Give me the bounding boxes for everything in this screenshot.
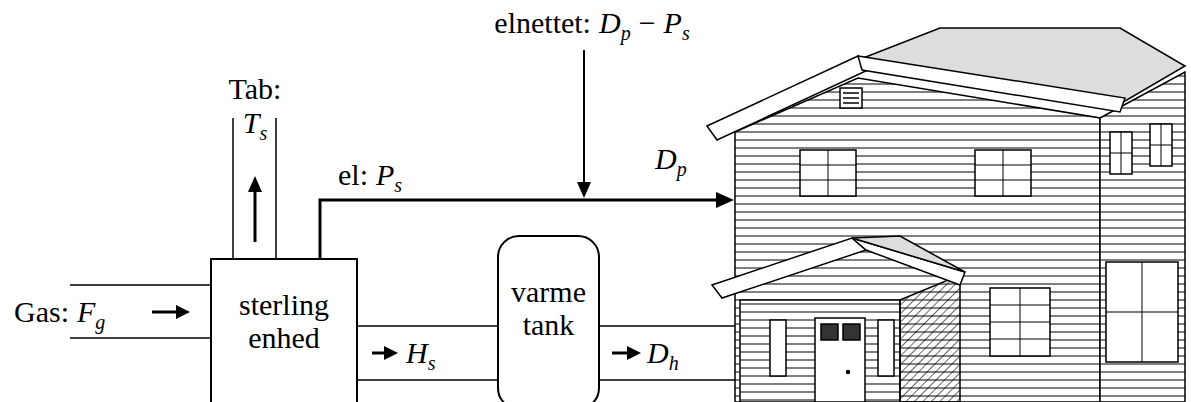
siding-line (1100, 396, 1185, 397)
arrow-head (627, 346, 641, 360)
symbol-text: D (647, 336, 669, 369)
storage-tank: varme tank (497, 235, 600, 402)
siding-line (1100, 380, 1185, 381)
node-label: varme tank (505, 275, 592, 341)
subscript: s (394, 174, 402, 196)
symbol-text: Tab: (229, 72, 282, 105)
siding-line (735, 228, 1100, 229)
symbol-text: D (655, 142, 677, 175)
heat-pipe-connector (358, 326, 497, 380)
symbol-text: T (243, 106, 260, 139)
siding-line (735, 180, 1100, 181)
siding-line (735, 84, 1100, 85)
subscript: s (259, 122, 267, 144)
siding-line (735, 212, 1100, 213)
siding-line (735, 244, 1100, 245)
flow-label: Hs (406, 338, 435, 373)
gas-pipe (70, 285, 210, 338)
siding-line (740, 304, 900, 305)
siding-line (735, 188, 1100, 189)
siding-line (1100, 220, 1185, 221)
subscript: p (621, 22, 631, 44)
siding-line (1100, 228, 1185, 229)
flow-label: el: Ps (338, 160, 402, 195)
flow-label: Ts (243, 108, 267, 143)
siding-line (1100, 388, 1185, 389)
grid-line (583, 50, 585, 184)
symbol-text: P (376, 158, 394, 191)
siding-line (735, 236, 1100, 237)
siding-line (1100, 204, 1185, 205)
siding-line (735, 124, 1100, 125)
siding-line (735, 220, 1100, 221)
siding-line (1100, 260, 1185, 261)
arrow-head (716, 192, 734, 208)
symbol-text: P (664, 6, 682, 39)
siding-line (735, 204, 1100, 205)
siding-line (1100, 252, 1185, 253)
subscript: p (677, 158, 687, 180)
flow-label: Dp (655, 144, 687, 179)
symbol-text: el: (338, 158, 368, 191)
siding-line (1100, 364, 1185, 365)
heat-pipe (600, 326, 735, 380)
siding-line (740, 312, 900, 313)
siding-line (1100, 76, 1185, 77)
siding-line (735, 108, 1100, 109)
siding-line (735, 140, 1100, 141)
symbol-text: Gas: (14, 295, 69, 328)
siding-line (1100, 212, 1185, 213)
arrow-head (384, 346, 398, 360)
siding-line (1100, 84, 1185, 85)
siding-line (1100, 92, 1185, 93)
siding-line (735, 164, 1100, 165)
siding-line (1100, 196, 1185, 197)
chimney (233, 118, 276, 258)
arrow-head (176, 305, 190, 319)
symbol-text: − (639, 6, 656, 39)
subscript: g (95, 311, 105, 333)
siding-line (1100, 188, 1185, 189)
arrow-head (577, 182, 591, 198)
flow-label: Tab: (229, 74, 282, 104)
pipe-wall (358, 379, 497, 381)
siding-line (735, 132, 1100, 133)
subscript: s (428, 352, 436, 374)
subscript: h (669, 352, 679, 374)
subscript: s (682, 22, 690, 44)
siding-line (1100, 116, 1185, 117)
siding-line (1100, 244, 1185, 245)
flow-label: Dh (647, 338, 679, 373)
house (707, 28, 1185, 402)
siding-line (1100, 180, 1185, 181)
siding-line (735, 148, 1100, 149)
siding-line (1100, 236, 1185, 237)
symbol-text: H (406, 336, 428, 369)
siding-line (735, 156, 1100, 157)
siding-line (735, 172, 1100, 173)
symbol-text: F (77, 295, 95, 328)
siding-line (735, 116, 1100, 117)
pipe-wall (358, 325, 497, 327)
siding-line (735, 196, 1100, 197)
flow-label: elnettet:Dp−Ps (494, 8, 689, 43)
siding-line (1100, 372, 1185, 373)
flow-arrow (372, 352, 386, 355)
node-label: sterling enhed (218, 288, 350, 354)
flow-label: Gas:Fg (14, 297, 105, 332)
siding-line (735, 284, 1100, 285)
symbol-text: elnettet: (494, 6, 591, 39)
process-box: sterling enhed (210, 258, 358, 402)
symbol-text: D (599, 6, 621, 39)
arrow-head (248, 176, 262, 192)
